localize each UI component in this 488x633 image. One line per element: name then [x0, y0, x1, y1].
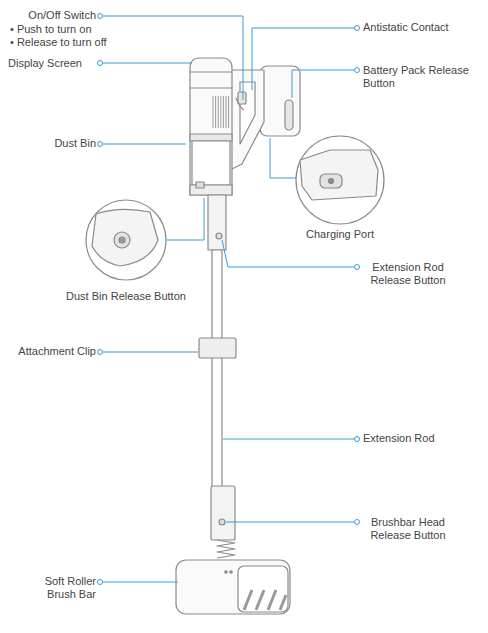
brush-release-button: [219, 519, 225, 525]
rod-adapter: [208, 195, 226, 250]
dust-bin-notch: [196, 182, 204, 188]
leader-line: [166, 198, 204, 240]
note-text: • Release to turn off: [10, 36, 130, 49]
release-knob-center: [119, 237, 125, 243]
part-label: Extension Rod: [363, 432, 473, 445]
part-label: Extension Rod Release Button: [362, 261, 454, 287]
body-band: [190, 87, 232, 88]
part-label: Antistatic Contact: [363, 21, 481, 34]
leader-dot: [98, 142, 103, 147]
handle-detail: [300, 150, 378, 200]
leader-dot: [355, 26, 360, 31]
leader-line: [103, 144, 186, 145]
leader-dot: [355, 68, 360, 73]
zoom-circle: [296, 136, 384, 224]
hose-spring: [217, 540, 235, 558]
roller-stripe: [268, 590, 276, 610]
vent-slot: [215, 96, 216, 128]
extension-rod: [212, 250, 222, 488]
leader-dot: [98, 14, 103, 19]
leader-line: [226, 522, 354, 523]
vent-slot: [220, 96, 221, 128]
note-text: • Push to turn on: [10, 23, 120, 36]
leader-line: [103, 63, 192, 64]
leader-dot: [355, 437, 360, 442]
release-knob: [114, 232, 130, 248]
leader-line: [103, 352, 198, 353]
vent-slot: [228, 96, 229, 128]
body-ring: [190, 134, 232, 141]
part-label: Battery Pack Release Button: [363, 64, 483, 90]
charging-port: [320, 174, 342, 188]
part-label: Soft Roller Brush Bar: [26, 575, 96, 601]
roller: [238, 566, 288, 612]
zoom-circle: [86, 200, 166, 280]
part-label: Display Screen: [8, 57, 96, 70]
leader-dot: [98, 580, 103, 585]
part-label: Brushbar Head Release Button: [362, 516, 454, 542]
vent-slot: [226, 96, 227, 128]
leader-dot: [98, 61, 103, 66]
part-label: Attachment Clip: [4, 345, 96, 358]
antistatic-contact: [238, 92, 246, 104]
part-label: On/Off Switch: [14, 9, 96, 22]
battery-release-button: [285, 100, 293, 130]
leader-line: [223, 439, 354, 440]
indicator-dot: [225, 571, 227, 573]
handle-grip-hole: [240, 82, 255, 144]
part-label: Charging Port: [285, 228, 395, 241]
indicator-dot: [230, 571, 232, 573]
battery-pack: [260, 66, 300, 136]
leader-dot: [355, 265, 360, 270]
vent-slot: [218, 96, 219, 128]
leader-dot: [355, 520, 360, 525]
part-label: Dust Bin: [10, 137, 96, 150]
leader-line: [252, 28, 354, 90]
dust-bin: [192, 141, 230, 185]
leader-dot: [98, 350, 103, 355]
roller-stripe: [280, 595, 286, 610]
body-band: [190, 71, 232, 72]
brush-head: [176, 560, 290, 614]
leader-line: [222, 240, 354, 267]
handle: [230, 70, 264, 170]
roller-stripe: [244, 590, 252, 610]
leader-line: [270, 138, 296, 178]
brush-adapter: [211, 486, 235, 540]
port-pin: [329, 179, 334, 184]
bin-detail: [92, 209, 158, 266]
leader-line: [103, 16, 243, 100]
rod-release-button: [216, 233, 222, 239]
leader-line: [292, 70, 354, 98]
vent-slot: [213, 96, 214, 128]
roller-stripe: [256, 590, 264, 610]
part-label: Dust Bin Release Button: [46, 290, 206, 303]
vent-slot: [223, 96, 224, 128]
leader-line: [103, 582, 178, 583]
motor-body: [190, 58, 232, 195]
attachment-clip: [199, 338, 236, 358]
